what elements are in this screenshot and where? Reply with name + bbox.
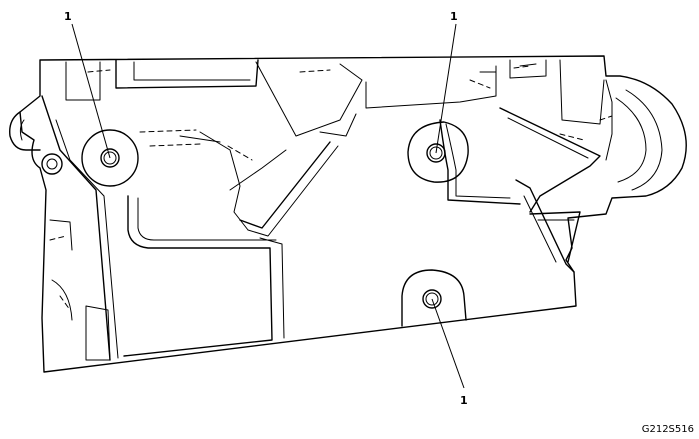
housing-outline	[9, 55, 687, 373]
bolt-right	[407, 121, 469, 183]
leader-lines	[71, 23, 465, 389]
callout-label-bottom: 1	[460, 394, 468, 407]
figure-id: G212S516	[642, 424, 694, 435]
left-chamber	[41, 95, 285, 361]
callout-label-left: 1	[64, 10, 72, 23]
right-chamber	[439, 79, 663, 273]
bolt-left	[81, 129, 139, 187]
callout-label-right: 1	[450, 10, 458, 23]
bolt-bottom	[401, 269, 467, 327]
center-rib	[229, 113, 357, 237]
top-flange	[65, 59, 605, 137]
